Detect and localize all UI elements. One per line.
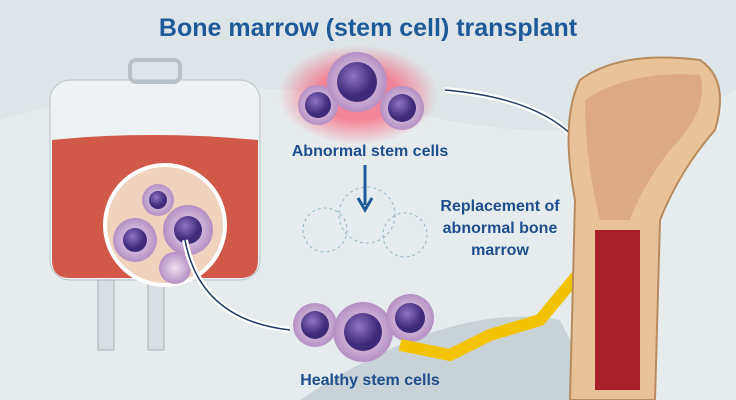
healthy-stem-cells-label: Healthy stem cells bbox=[300, 372, 440, 389]
femur-bone bbox=[567, 56, 721, 400]
replacement-label: Replacement of abnormal bone marrow bbox=[440, 198, 560, 259]
healthy-cells bbox=[293, 294, 434, 362]
yellow-arrow bbox=[398, 256, 595, 362]
page-title: Bone marrow (stem cell) transplant bbox=[158, 14, 578, 42]
down-arrow-icon bbox=[356, 165, 374, 213]
magnified-cells bbox=[103, 163, 227, 287]
abnormal-stem-cells-label: Abnormal stem cells bbox=[291, 143, 449, 160]
depleted-cells-outline bbox=[302, 186, 428, 258]
abnormal-cells bbox=[278, 45, 438, 145]
